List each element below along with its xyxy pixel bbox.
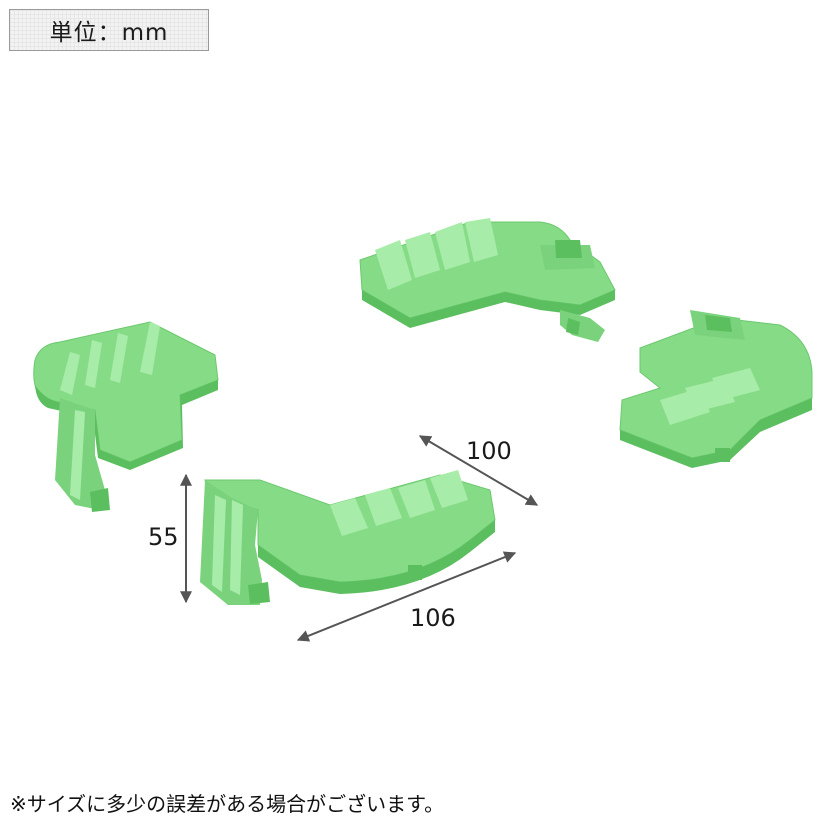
width-dimension-label: 106 [410,604,456,632]
width-dimension-line [296,551,517,642]
corner-piece-front-center [200,470,496,605]
size-tolerance-note: ※サイズに多少の誤差がある場合がございます。 [10,792,445,816]
corner-piece-front-left [33,321,219,512]
depth-dimension-line [418,435,539,506]
corner-piece-right [619,310,813,468]
corner-piece-back-right [359,218,616,342]
depth-dimension-label: 100 [466,437,512,465]
unit-label: 単位：mm [9,9,209,51]
height-dimension-label: 55 [148,523,179,551]
